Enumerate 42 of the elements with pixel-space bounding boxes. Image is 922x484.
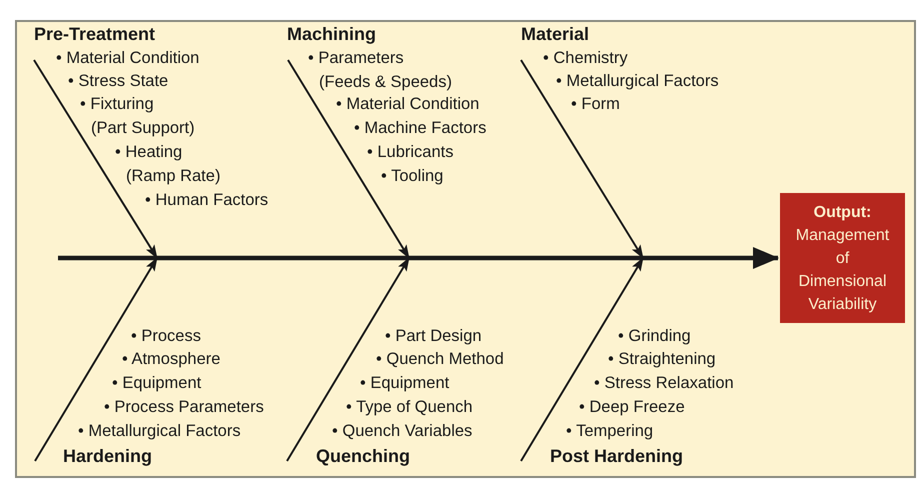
cause-item: • Grinding bbox=[618, 326, 691, 348]
cause-item: • Quench Method bbox=[376, 349, 504, 370]
cause-item: • Process Parameters bbox=[104, 397, 264, 418]
cause-item: • Type of Quench bbox=[346, 397, 473, 418]
cause-item: • Metallurgical Factors bbox=[556, 71, 719, 92]
category-heading: Hardening bbox=[63, 445, 152, 468]
cause-arrow bbox=[520, 257, 644, 462]
category-heading: Pre-Treatment bbox=[34, 23, 156, 46]
cause-item: • Process bbox=[131, 326, 201, 348]
cause-item: • Chemistry bbox=[543, 48, 628, 70]
cause-item: • Straightening bbox=[608, 349, 716, 370]
cause-item: • Atmosphere bbox=[122, 349, 220, 370]
cause-item: • Tooling bbox=[381, 166, 444, 188]
spine-arrow bbox=[58, 247, 779, 269]
cause-item: • Deep Freeze bbox=[579, 397, 685, 418]
cause-item: • Tempering bbox=[566, 421, 654, 442]
category-heading: Quenching bbox=[316, 445, 410, 468]
cause-item: • Heating (Ramp Rate) bbox=[115, 142, 222, 187]
cause-arrow bbox=[287, 59, 410, 259]
cause-arrow bbox=[520, 59, 644, 259]
cause-item: • Part Design bbox=[385, 326, 482, 348]
cause-item: • Lubricants bbox=[367, 142, 454, 164]
output-box: Output: Management of Dimensional Variability bbox=[780, 193, 905, 323]
cause-arrow bbox=[33, 59, 158, 259]
cause-item: • Human Factors bbox=[145, 190, 268, 212]
category-heading: Material bbox=[521, 23, 590, 46]
cause-item: • Equipment bbox=[360, 373, 450, 394]
cause-item: • Metallurgical Factors bbox=[78, 421, 241, 442]
cause-arrow bbox=[34, 257, 158, 462]
cause-arrow bbox=[286, 257, 410, 462]
category-heading: Machining bbox=[287, 23, 376, 46]
category-heading: Post Hardening bbox=[550, 445, 684, 468]
cause-item: • Equipment bbox=[112, 373, 202, 394]
cause-item: • Stress Relaxation bbox=[594, 373, 734, 394]
cause-item: • Parameters (Feeds & Speeds) bbox=[308, 48, 453, 93]
cause-item: • Fixturing (Part Support) bbox=[80, 94, 196, 139]
cause-item: • Form bbox=[571, 94, 620, 116]
cause-item: • Stress State bbox=[68, 71, 168, 92]
cause-item: • Material Condition bbox=[56, 48, 200, 70]
cause-item: • Material Condition bbox=[336, 94, 480, 116]
cause-item: • Quench Variables bbox=[332, 421, 472, 442]
cause-item: • Machine Factors bbox=[354, 118, 486, 140]
